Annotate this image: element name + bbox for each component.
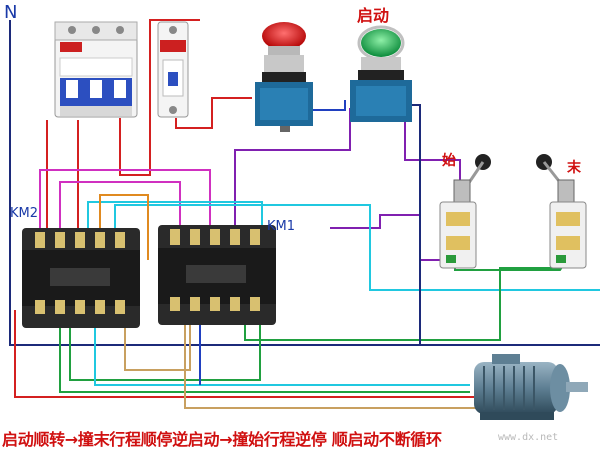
stop-button xyxy=(255,22,313,132)
purple-wire-1 xyxy=(234,108,351,232)
begin-limit-label: 始 xyxy=(442,153,456,169)
contactor-km1 xyxy=(158,225,276,325)
caption: 启动顺转→撞末行程顺停逆启动→撞始行程逆停 顺启动不断循环 xyxy=(2,430,442,449)
watermark: www.dx.net xyxy=(498,432,559,443)
end-limit-label: 末 xyxy=(567,160,581,176)
single-pole-breaker xyxy=(157,21,189,118)
orange-wire-1 xyxy=(99,194,149,260)
cyan-wire-2 xyxy=(114,204,600,291)
purple-wire-2 xyxy=(404,98,461,180)
green-wire-2 xyxy=(244,260,560,341)
motor-wire-red xyxy=(14,310,476,398)
tan-wire-1 xyxy=(124,300,191,371)
wires xyxy=(9,19,600,409)
motor-wire-tan xyxy=(184,300,478,409)
neutral-label: N xyxy=(4,2,18,23)
km2-label: KM2 xyxy=(10,206,39,221)
end-limit-switch xyxy=(536,154,587,269)
neutral-wire xyxy=(9,20,600,346)
motor-wire-green xyxy=(59,305,470,393)
start-label: 启动 xyxy=(357,6,390,25)
red-wire-c xyxy=(119,19,200,176)
magenta-wire-2 xyxy=(59,181,181,240)
cyan-wire-1 xyxy=(87,201,263,240)
red-wire-d xyxy=(175,97,252,129)
blue-wire-stop-start xyxy=(310,100,346,111)
contactor-km2 xyxy=(22,228,140,328)
circuit-breaker xyxy=(54,21,138,118)
begin-limit-switch xyxy=(439,154,491,269)
km1-label: KM1 xyxy=(267,219,296,234)
navy-wire-right xyxy=(409,98,421,345)
green-wire-1 xyxy=(69,305,261,381)
motor xyxy=(474,354,588,420)
purple-wire-3 xyxy=(330,214,450,261)
motor-wire-cyan xyxy=(94,305,470,386)
start-button xyxy=(350,25,412,122)
